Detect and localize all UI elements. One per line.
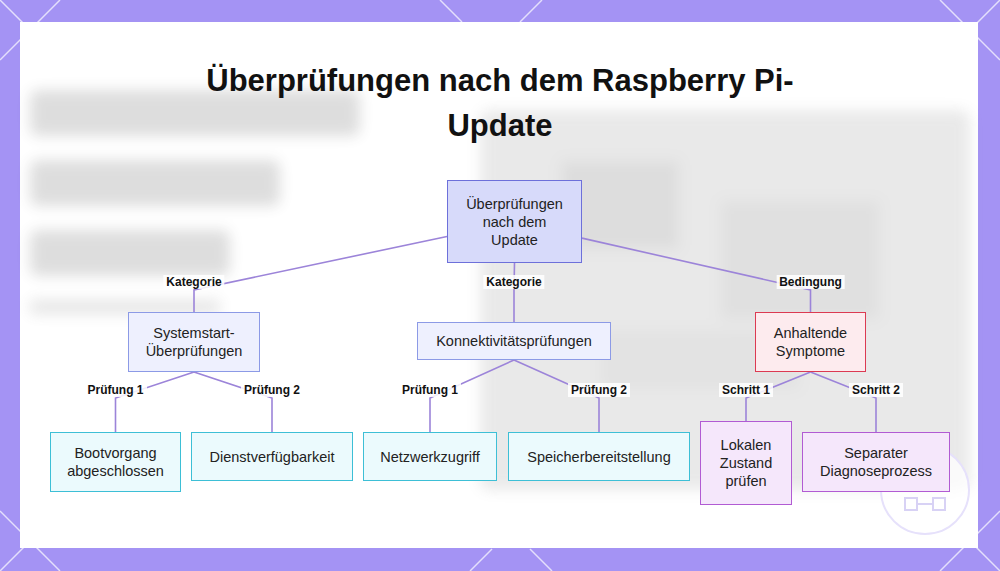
node-text: Speicherbereitstellung bbox=[527, 448, 670, 466]
node-text: Überprüfungen nach dem Update bbox=[464, 195, 565, 249]
edge-label: Prüfung 1 bbox=[399, 383, 461, 397]
diagram-title: Überprüfungen nach dem Raspberry Pi-Upda… bbox=[200, 58, 800, 148]
node-text: Bootvorgang abgeschlossen bbox=[61, 444, 170, 480]
connector bbox=[116, 372, 195, 432]
category-box: Konnektivitätsprüfungen bbox=[417, 322, 611, 360]
connector bbox=[513, 263, 515, 322]
check-box: Dienstverfügbarkeit bbox=[191, 432, 353, 481]
connector bbox=[746, 372, 811, 421]
node-text: Netzwerkzugriff bbox=[380, 448, 480, 466]
condition-box: Anhaltende Symptome bbox=[755, 312, 866, 372]
node-text: Dienstverfügbarkeit bbox=[210, 448, 335, 466]
check-box: Netzwerkzugriff bbox=[363, 432, 497, 481]
connector bbox=[194, 372, 272, 432]
check-box: Speicherbereitstellung bbox=[508, 432, 690, 481]
connector bbox=[811, 372, 877, 432]
category-box: Systemstart-Überprüfungen bbox=[128, 312, 260, 372]
edge-label: Bedingung bbox=[776, 275, 845, 289]
blurred-backdrop bbox=[30, 90, 970, 490]
node-text: Separater Diagnoseprozess bbox=[813, 444, 939, 480]
connector bbox=[514, 360, 599, 432]
node-text: Konnektivitätsprüfungen bbox=[436, 332, 592, 350]
check-box: Bootvorgang abgeschlossen bbox=[50, 432, 181, 492]
card bbox=[20, 22, 978, 548]
node-text: Lokalen Zustand prüfen bbox=[713, 436, 779, 490]
node-text: Systemstart-Überprüfungen bbox=[139, 324, 249, 360]
connector bbox=[194, 236, 447, 312]
step-box: Lokalen Zustand prüfen bbox=[700, 421, 792, 505]
title-text: Überprüfungen nach dem Raspberry Pi-Upda… bbox=[200, 58, 800, 148]
node-text: Anhaltende Symptome bbox=[766, 324, 855, 360]
edge-label: Kategorie bbox=[163, 275, 224, 289]
connector bbox=[430, 360, 514, 432]
step-box: Separater Diagnoseprozess bbox=[802, 432, 950, 492]
connector bbox=[582, 238, 811, 312]
edge-label: Prüfung 2 bbox=[568, 383, 630, 397]
root-box: Überprüfungen nach dem Update bbox=[447, 180, 582, 263]
